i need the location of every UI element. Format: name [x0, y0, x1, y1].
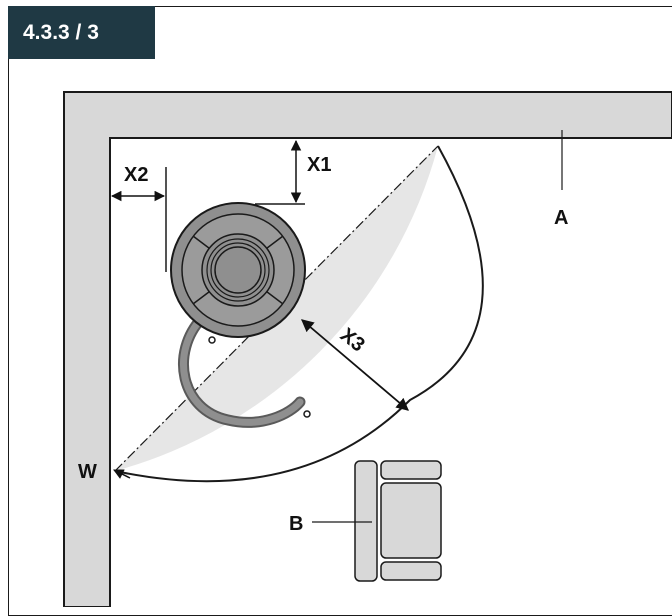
wall-corner: [63, 91, 672, 607]
hose-end-fitting: [303, 410, 311, 418]
label-x1: X1: [307, 154, 331, 176]
label-a: A: [554, 207, 568, 229]
figure-id-tab: 4.3.3 / 3: [8, 6, 155, 59]
w-marker-arrow: [113, 469, 131, 479]
armchair: [354, 460, 442, 582]
hose-start-fitting: [208, 336, 216, 344]
x3-dimension-arrow: [301, 319, 409, 411]
label-x2: X2: [124, 164, 148, 186]
clearance-arc: [114, 145, 484, 483]
label-w: W: [78, 461, 97, 483]
label-b: B: [289, 513, 303, 535]
appliance-round: [170, 202, 306, 338]
